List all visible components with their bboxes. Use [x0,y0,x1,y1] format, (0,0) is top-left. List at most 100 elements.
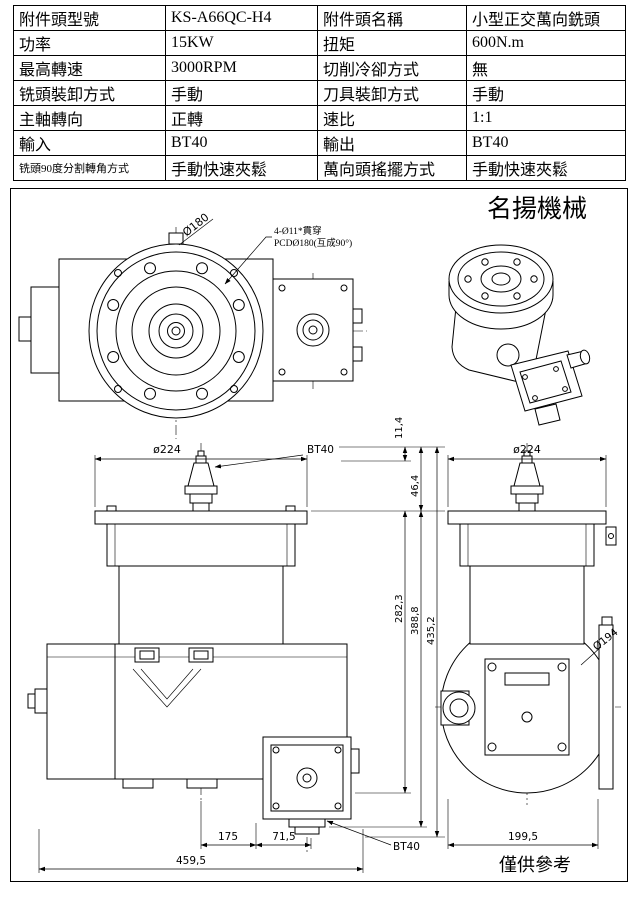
leader-line [224,236,272,285]
iso-head-face [519,360,572,404]
spec-value: 15KW [165,30,318,56]
bolt-note-line2: PCDØ180(互成90°) [274,237,352,249]
bolt [272,802,280,810]
bolt [608,533,614,539]
spec-row: 功率 15KW 扭矩 600N.m [13,30,626,56]
iso-flange-ring [457,251,545,307]
iso-bore [491,272,511,286]
spec-label: 速比 [317,105,467,131]
flange-ring [115,270,237,392]
spec-label: 铣頭90度分割轉角方式 [13,155,166,181]
dim-label-depth-total: 199,5 [508,831,538,843]
reference-note: 僅供參考 [499,855,571,875]
flange-ring [158,313,194,349]
top-flange [94,510,308,525]
left-nub [27,693,36,709]
spindle-ring [189,493,213,504]
iso-head [510,350,583,412]
clamp-slot [139,650,155,660]
bolt [553,366,559,372]
output-bore [302,319,324,341]
bolt-hole [196,262,208,275]
flange-bolt [106,505,117,512]
dim-label-width-axis: 175 [218,831,238,843]
spec-value: BT40 [466,130,626,156]
iso-flange-ring [480,265,522,293]
left-block [30,286,60,374]
bolt-hole [144,262,156,275]
flange-ring [131,286,221,376]
clamp-block [134,647,160,663]
bolt [522,374,528,380]
input-taper [513,462,541,487]
front-elevation: ø224 BT40 175 71,5 459,5 BT40 [27,443,420,873]
gearbox-tab [352,308,363,324]
spec-row: 主軸轉向 正轉 速比 1:1 [13,105,626,131]
spec-value: 手動 [466,80,626,106]
bolt-hole [530,275,538,283]
dim-label-flange-dia-right: ø224 [513,443,541,456]
bolt [487,662,497,672]
dim-label-width-total: 459,5 [176,855,206,867]
face-plate [484,658,570,756]
bolt-hole [513,292,521,300]
left-nub [18,316,32,342]
side-tab [605,526,617,546]
side-tab [350,748,360,774]
spec-value: 正轉 [165,105,318,131]
side-elevation: Ø194 ø224 199,5 [435,443,621,849]
dim-label-height-total: 435,2 [426,616,437,645]
corner-hole [230,269,238,277]
output-bore [302,773,312,783]
bolt-hole [232,299,245,311]
v-groove [140,668,194,700]
bolt [334,802,342,810]
dim-label-height-stud: 11,4 [394,417,405,439]
bolt [278,368,286,376]
spec-value: BT40 [165,130,318,156]
spec-value: 600N.m [466,30,626,56]
dim-label-flange-dia: Ø180 [180,211,211,240]
spec-value: 1:1 [466,105,626,131]
spec-value: 小型正交萬向銑頭 [466,5,626,31]
bolt [340,368,348,376]
output-bore [296,767,318,789]
spec-row: 最高轉速 3000RPM 切削冷卻方式 無 [13,55,626,81]
spec-label: 附件頭型號 [13,5,166,31]
v-groove [132,668,202,708]
spec-label: 輸出 [317,130,467,156]
leader-line [178,218,214,246]
output-face [270,744,344,812]
bolt [557,742,567,752]
spindle-bore [167,322,185,340]
spec-label: 扭矩 [317,30,467,56]
top-tab [168,232,184,245]
iso-side-cap [579,349,591,365]
side-plate-tab [601,616,613,626]
leader-line [580,646,602,666]
side-port [449,698,469,718]
gearbox [272,278,354,382]
spec-value: 3000RPM [165,55,318,81]
leader-line [214,454,304,469]
spec-label: 最高轉速 [13,55,166,81]
spec-label: 萬向頭搖擺方式 [317,155,467,181]
bolt [532,395,538,401]
company-name: 名揚機械 [487,195,587,223]
bolt-hole [464,275,472,283]
iso-bottom-nub [534,403,561,426]
height-dimensions: 11,4 46,4 282,3 388,8 435,2 [311,417,445,838]
dim-label-width-offset: 71,5 [272,831,295,843]
bolt-hole [232,351,245,363]
flange-bolt [285,505,296,512]
spec-row: 铣頭裝卸方式 手動 刀具裝卸方式 手動 [13,80,626,106]
pull-stud [195,455,207,464]
flange-ring [96,251,256,411]
iso-flange [448,244,554,314]
front-view: Ø180 4-Ø11*貫穿 PCDØ180(互成90°) [18,211,367,439]
side-port [442,691,476,725]
spec-label: 主軸轉向 [13,105,166,131]
spindle-neck [518,502,536,512]
spec-row: 铣頭90度分割轉角方式 手動快速夾鬆 萬向頭搖擺方式 手動快速夾鬆 [13,155,626,181]
